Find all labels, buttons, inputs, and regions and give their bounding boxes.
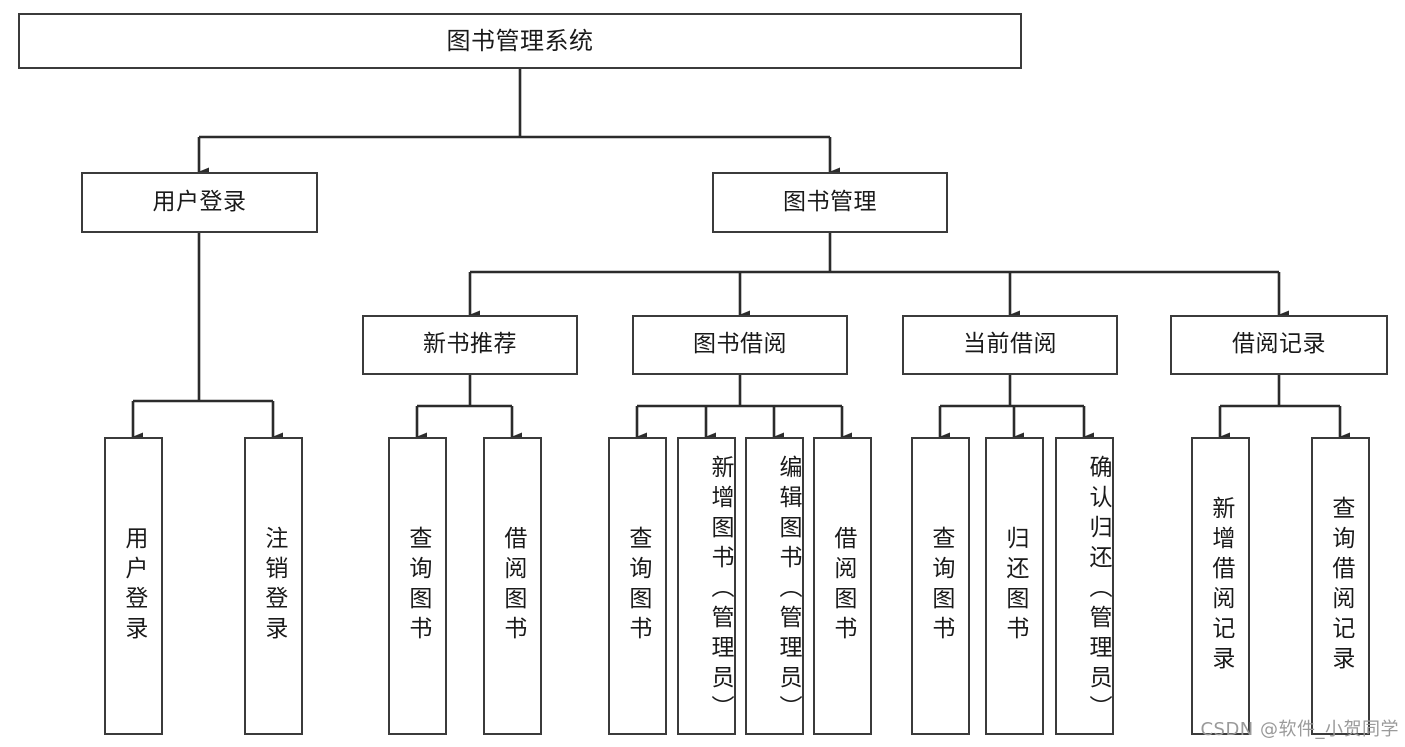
node-new-book-rec[interactable]: 新书推荐 xyxy=(362,315,578,375)
node-label: 当前借阅 xyxy=(963,331,1057,358)
node-label: 查询借阅记录 xyxy=(1327,496,1354,676)
leaf-user-logout[interactable]: 注销登录 xyxy=(244,437,303,735)
node-current-borrow[interactable]: 当前借阅 xyxy=(902,315,1118,375)
leaf-query-book-borrow[interactable]: 查询图书 xyxy=(608,437,667,735)
node-label: 图书借阅 xyxy=(693,331,787,358)
node-label: 图书管理系统 xyxy=(446,26,594,55)
node-book-borrow[interactable]: 图书借阅 xyxy=(632,315,848,375)
watermark-text: CSDN @软件_小贺同学 xyxy=(1200,719,1399,740)
node-label: 归还图书 xyxy=(1001,526,1028,646)
leaf-return-book[interactable]: 归还图书 xyxy=(985,437,1044,735)
node-label: 新书推荐 xyxy=(423,331,517,358)
node-label: 用户登录 xyxy=(120,526,147,646)
node-root-system[interactable]: 图书管理系统 xyxy=(18,13,1022,69)
node-label: 查询图书 xyxy=(624,526,651,646)
node-label: 编辑图书（管理员） xyxy=(775,455,801,725)
leaf-add-book[interactable]: 新增图书（管理员） xyxy=(677,437,736,735)
node-label: 确认归还（管理员） xyxy=(1085,455,1111,725)
node-user-login[interactable]: 用户登录 xyxy=(81,172,318,233)
leaf-query-borrow-record[interactable]: 查询借阅记录 xyxy=(1311,437,1370,735)
node-label: 用户登录 xyxy=(152,188,247,215)
leaf-edit-book[interactable]: 编辑图书（管理员） xyxy=(745,437,804,735)
leaf-query-book-rec[interactable]: 查询图书 xyxy=(388,437,447,735)
node-label: 注销登录 xyxy=(260,526,287,646)
leaf-borrow-book[interactable]: 借阅图书 xyxy=(813,437,872,735)
node-borrow-record[interactable]: 借阅记录 xyxy=(1170,315,1388,375)
leaf-query-book-current[interactable]: 查询图书 xyxy=(911,437,970,735)
leaf-confirm-return[interactable]: 确认归还（管理员） xyxy=(1055,437,1114,735)
node-book-manage[interactable]: 图书管理 xyxy=(712,172,948,233)
node-label: 图书管理 xyxy=(783,188,877,215)
node-label: 新增图书（管理员） xyxy=(707,455,733,725)
leaf-user-login[interactable]: 用户登录 xyxy=(104,437,163,735)
node-label: 借阅图书 xyxy=(499,526,526,646)
node-label: 新增借阅记录 xyxy=(1207,496,1234,676)
leaf-add-borrow-record[interactable]: 新增借阅记录 xyxy=(1191,437,1250,735)
node-label: 查询图书 xyxy=(927,526,954,646)
node-label: 借阅记录 xyxy=(1232,331,1326,358)
node-label: 借阅图书 xyxy=(829,526,856,646)
node-label: 查询图书 xyxy=(404,526,431,646)
leaf-borrow-book-rec[interactable]: 借阅图书 xyxy=(483,437,542,735)
